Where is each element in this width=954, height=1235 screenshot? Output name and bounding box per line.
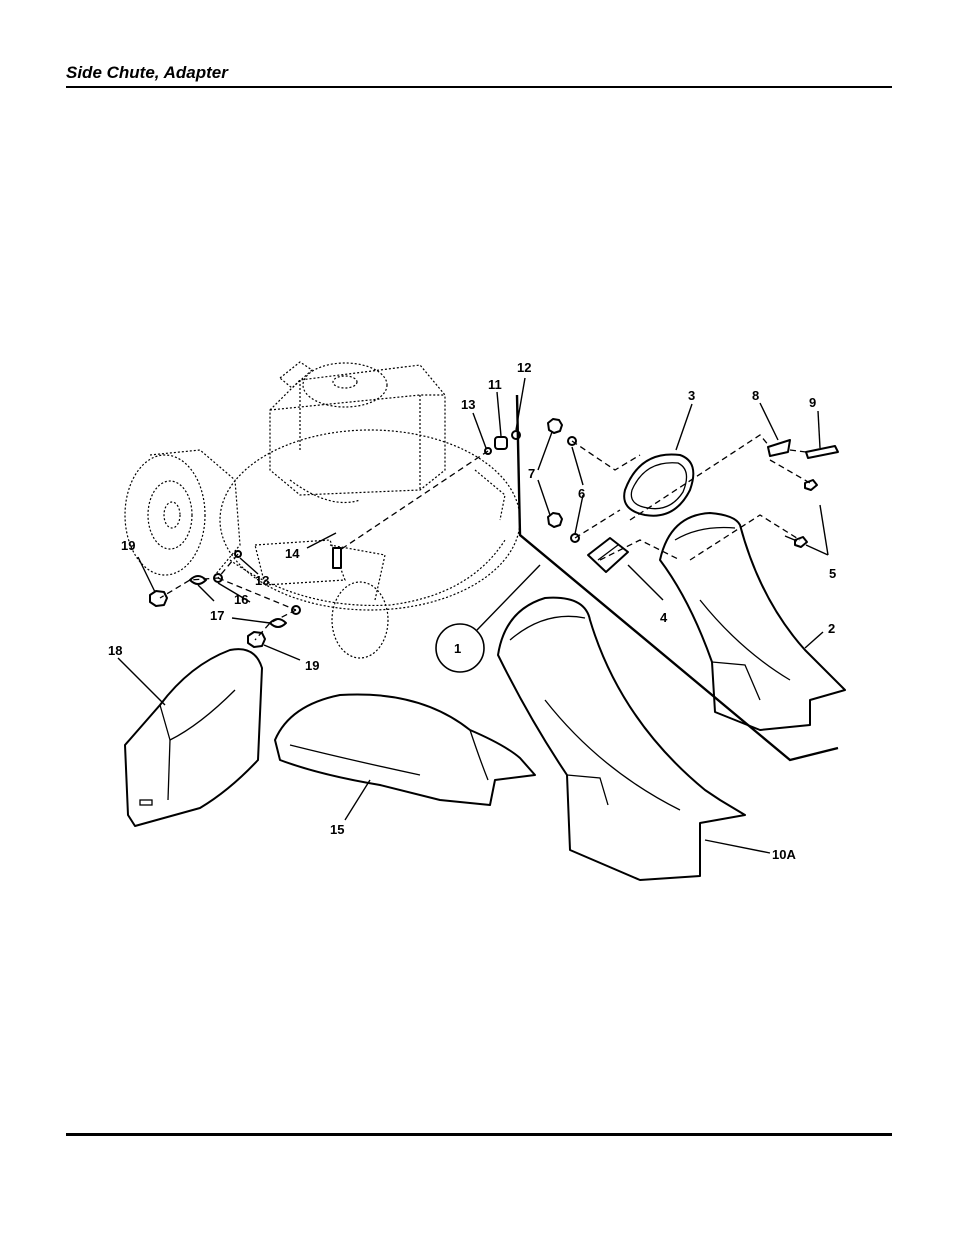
hinge-part <box>587 537 629 573</box>
callout-2: 2 <box>828 621 835 636</box>
callout-19-lower: 19 <box>305 658 319 673</box>
deflector-15 <box>274 693 536 806</box>
callout-7: 7 <box>528 466 535 481</box>
callout-6: 6 <box>578 486 585 501</box>
leader-lines <box>117 377 829 854</box>
callout-9: 9 <box>809 395 816 410</box>
callout-16: 16 <box>234 592 248 607</box>
callout-13-lower: 13 <box>255 573 269 588</box>
callout-18: 18 <box>108 643 122 658</box>
callout-19-upper: 19 <box>121 538 135 553</box>
callout-14: 14 <box>285 546 300 561</box>
callout-labels: 1 2 3 4 5 6 7 8 9 10A 11 12 13 13 14 15 … <box>108 360 836 862</box>
plate-18 <box>124 648 263 827</box>
rear-wheel <box>124 454 206 576</box>
engine-top <box>302 362 388 408</box>
engine-block <box>269 364 446 496</box>
callout-11: 11 <box>488 377 502 392</box>
front-wheel <box>331 581 389 659</box>
side-chute-2 <box>659 512 846 731</box>
callout-17: 17 <box>210 608 224 623</box>
header-rule <box>66 86 892 88</box>
adapter-ring <box>623 453 695 517</box>
assembly-lines <box>159 434 811 641</box>
page-title: Side Chute, Adapter <box>66 63 228 82</box>
callout-12: 12 <box>517 360 531 375</box>
callout-8: 8 <box>752 388 759 403</box>
callout-1: 1 <box>454 641 461 656</box>
callout-5: 5 <box>829 566 836 581</box>
callout-circle-1 <box>435 623 485 673</box>
callout-15: 15 <box>330 822 344 837</box>
callout-4: 4 <box>660 610 668 625</box>
assembly-bracket <box>515 394 839 762</box>
callout-10a: 10A <box>772 847 796 862</box>
footer-rule <box>66 1133 892 1136</box>
callout-13-upper: 13 <box>461 397 475 412</box>
callout-3: 3 <box>688 388 695 403</box>
side-chute-10a <box>497 596 746 881</box>
